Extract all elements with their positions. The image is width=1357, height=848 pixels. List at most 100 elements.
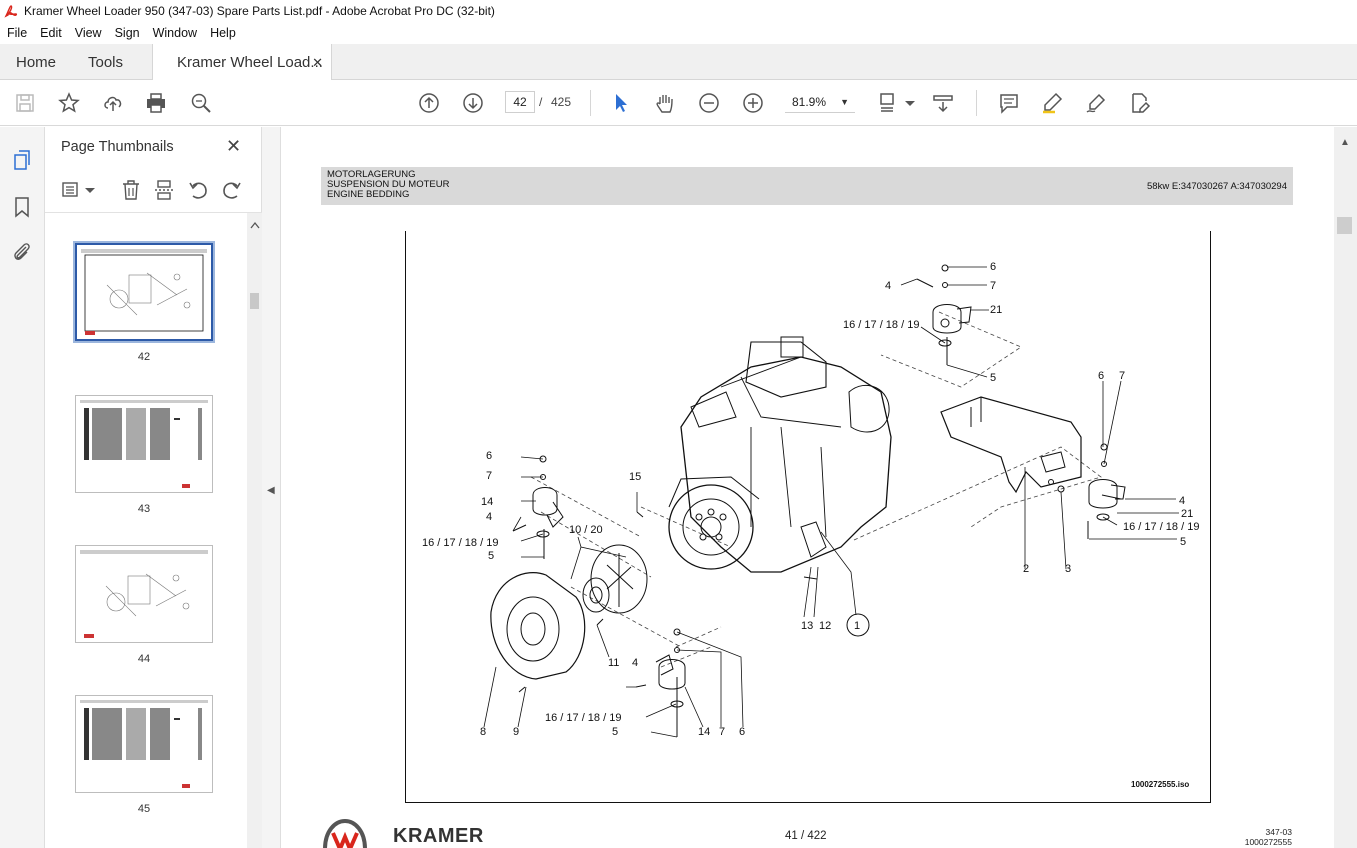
callout-21: 21 bbox=[990, 304, 1002, 316]
bookmark-icon[interactable] bbox=[11, 196, 33, 218]
page-separator: / bbox=[539, 95, 543, 109]
close-tab-icon[interactable]: ✕ bbox=[312, 54, 323, 70]
footer-code-drawing: 1000272555 bbox=[1244, 837, 1292, 847]
thumbnail-page-43[interactable] bbox=[75, 395, 213, 493]
thumbnail-label-42: 42 bbox=[137, 351, 151, 363]
callout-4: 4 bbox=[1179, 495, 1185, 507]
thumbnail-panel: Page Thumbnails ✕ 42 43 44 45 bbox=[45, 127, 262, 848]
thumbnail-drawing-icon bbox=[80, 550, 208, 638]
acrobat-icon bbox=[4, 5, 18, 18]
select-cursor-icon[interactable] bbox=[609, 91, 633, 115]
close-panel-icon[interactable]: ✕ bbox=[226, 136, 242, 156]
search-zoom-icon[interactable] bbox=[189, 91, 213, 115]
extract-page-icon[interactable] bbox=[153, 179, 175, 201]
upload-cloud-icon[interactable] bbox=[101, 91, 125, 115]
zoom-select[interactable]: 81.9% ▼ bbox=[785, 91, 855, 113]
callout-16-19: 16 / 17 / 18 / 19 bbox=[545, 712, 621, 724]
menu-edit[interactable]: Edit bbox=[40, 26, 62, 40]
footer-code-model: 347-03 bbox=[1265, 827, 1292, 837]
fit-dropdown-icon[interactable] bbox=[898, 91, 922, 115]
highlight-pen-icon[interactable] bbox=[1040, 91, 1064, 115]
menu-view[interactable]: View bbox=[74, 26, 102, 40]
callout-13: 13 bbox=[801, 620, 813, 632]
callout-5: 5 bbox=[1180, 536, 1186, 548]
callout-7: 7 bbox=[990, 280, 996, 292]
document-viewer: MOTORLAGERUNG SUSPENSION DU MOTEUR ENGIN… bbox=[281, 127, 1334, 848]
callout-4: 4 bbox=[486, 511, 492, 523]
scroll-up-icon[interactable] bbox=[250, 221, 260, 229]
rotate-left-icon[interactable] bbox=[187, 179, 209, 201]
callout-4: 4 bbox=[632, 657, 638, 669]
comment-icon[interactable] bbox=[997, 91, 1021, 115]
delete-page-icon[interactable] bbox=[120, 179, 142, 201]
thumbnail-table-icon bbox=[80, 400, 208, 488]
panel-title: Page Thumbnails bbox=[61, 139, 174, 155]
callout-21: 21 bbox=[1181, 508, 1193, 520]
menu-bar: File Edit View Sign Window Help bbox=[0, 22, 1357, 44]
print-icon[interactable] bbox=[144, 91, 168, 115]
thumbnail-page-44[interactable] bbox=[75, 545, 213, 643]
document-scrollbar[interactable]: ▲ bbox=[1334, 127, 1357, 848]
thumbnail-scrollbar[interactable] bbox=[247, 213, 262, 848]
star-icon[interactable] bbox=[57, 91, 81, 115]
header-serial-range: 58kw E:347030267 A:347030294 bbox=[1147, 181, 1287, 192]
header-line-en: ENGINE BEDDING bbox=[327, 189, 410, 200]
save-icon[interactable] bbox=[13, 91, 37, 115]
header-line-fr: SUSPENSION DU MOTEUR bbox=[327, 179, 450, 190]
thumbnail-page-42[interactable] bbox=[73, 241, 215, 343]
tab-home[interactable]: Home bbox=[16, 53, 57, 71]
rotate-right-icon[interactable] bbox=[221, 179, 243, 201]
zoom-in-icon[interactable] bbox=[741, 91, 765, 115]
scroll-mode-icon[interactable] bbox=[931, 91, 955, 115]
callout-5: 5 bbox=[990, 372, 996, 384]
attachment-icon[interactable] bbox=[11, 241, 33, 263]
sign-pen-icon[interactable] bbox=[1084, 91, 1108, 115]
page-number-input[interactable]: 42 bbox=[505, 91, 535, 113]
previous-page-icon[interactable] bbox=[417, 91, 441, 115]
next-page-icon[interactable] bbox=[461, 91, 485, 115]
callout-7: 7 bbox=[1119, 370, 1125, 382]
menu-window[interactable]: Window bbox=[152, 26, 198, 40]
callout-6: 6 bbox=[1098, 370, 1104, 382]
zoom-value: 81.9% bbox=[792, 95, 827, 109]
hand-tool-icon[interactable] bbox=[653, 91, 677, 115]
footer-brand: KRAMER bbox=[393, 825, 484, 847]
collapse-arrow-icon[interactable]: ◀ bbox=[267, 485, 275, 496]
callout-14: 14 bbox=[698, 726, 710, 738]
drawing-reference: 1000272555.iso bbox=[1131, 780, 1190, 789]
menu-file[interactable]: File bbox=[7, 26, 28, 40]
options-chevron-icon[interactable] bbox=[81, 179, 103, 201]
menu-sign[interactable]: Sign bbox=[114, 26, 140, 40]
callout-6: 6 bbox=[486, 450, 492, 462]
panel-toolbar bbox=[45, 171, 262, 213]
callout-16-19: 16 / 17 / 18 / 19 bbox=[422, 537, 498, 549]
menu-help[interactable]: Help bbox=[210, 26, 236, 40]
scroll-up-icon[interactable]: ▲ bbox=[1340, 137, 1350, 148]
tab-document[interactable]: Kramer Wheel Load... ✕ bbox=[152, 44, 332, 81]
edit-document-icon[interactable] bbox=[1128, 91, 1152, 115]
callout-1: 1 bbox=[854, 620, 860, 632]
thumbnail-page-45[interactable] bbox=[75, 695, 213, 793]
options-menu-icon[interactable] bbox=[61, 179, 83, 201]
zoom-out-icon[interactable] bbox=[697, 91, 721, 115]
callout-6: 6 bbox=[739, 726, 745, 738]
callout-2: 2 bbox=[1023, 563, 1029, 575]
tab-document-label: Kramer Wheel Load... bbox=[177, 54, 323, 71]
collapse-panel-strip[interactable]: ◀ bbox=[262, 127, 281, 848]
callout-10-20: 10 / 20 bbox=[569, 524, 603, 536]
tab-tools[interactable]: Tools bbox=[88, 53, 124, 71]
thumbnail-label-45: 45 bbox=[137, 803, 151, 815]
total-pages: 425 bbox=[551, 95, 572, 109]
callout-15: 15 bbox=[629, 471, 641, 483]
footer-page-number: 41 / 422 bbox=[785, 830, 827, 842]
callout-6: 6 bbox=[990, 261, 996, 273]
window-title: Kramer Wheel Loader 950 (347-03) Spare P… bbox=[24, 4, 495, 18]
header-line-de: MOTORLAGERUNG bbox=[327, 169, 416, 180]
thumbnail-scroll-thumb[interactable] bbox=[250, 293, 259, 309]
callout-14: 14 bbox=[481, 496, 493, 508]
page-thumbnails-icon[interactable] bbox=[11, 149, 33, 171]
callout-3: 3 bbox=[1065, 563, 1071, 575]
page-fit-icon[interactable] bbox=[876, 91, 900, 115]
document-scroll-thumb[interactable] bbox=[1337, 217, 1352, 234]
callout-12: 12 bbox=[819, 620, 831, 632]
